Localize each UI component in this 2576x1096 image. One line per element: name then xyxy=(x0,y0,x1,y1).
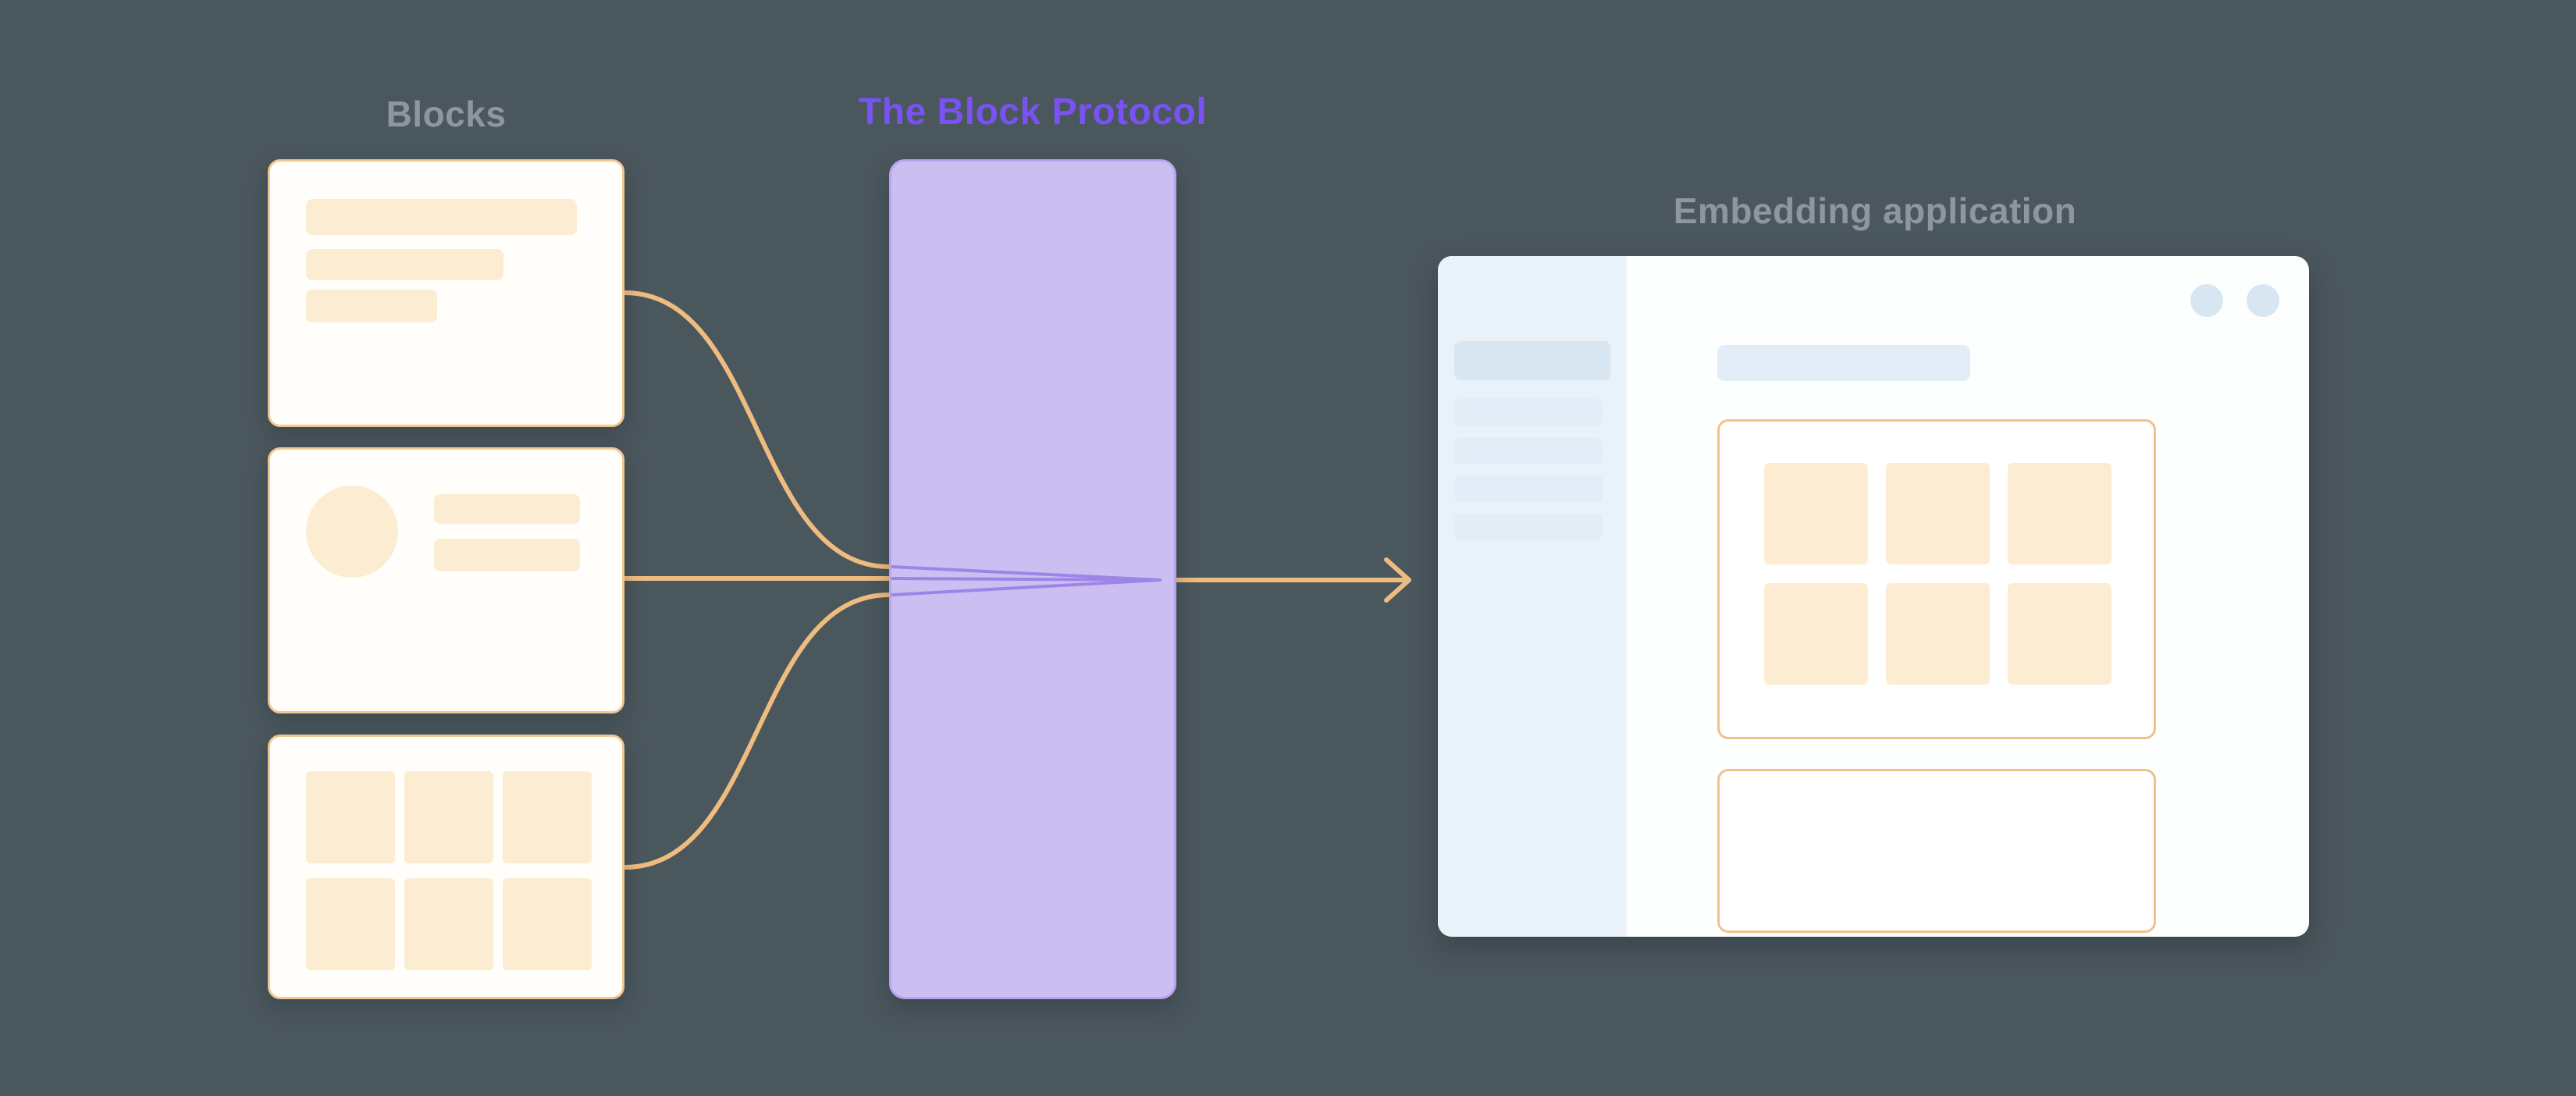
connector-card3-to-protocol xyxy=(622,592,891,870)
skeleton-grid-cell xyxy=(503,771,592,863)
skeleton-grid-cell xyxy=(2008,583,2112,685)
skeleton-text-line xyxy=(306,249,503,280)
skeleton-grid-cell xyxy=(2008,463,2112,564)
skeleton-text-line xyxy=(434,539,580,571)
block-protocol-label: The Block Protocol xyxy=(858,91,1208,133)
app-sidebar xyxy=(1438,256,1627,937)
converge-line-top xyxy=(891,565,1162,582)
skeleton-grid-cell xyxy=(306,771,395,863)
block-protocol-bar xyxy=(889,159,1176,999)
skeleton-avatar-circle xyxy=(306,486,398,578)
skeleton-grid-cell xyxy=(404,878,493,970)
skeleton-grid-cell xyxy=(404,771,493,863)
main-skeleton-heading xyxy=(1717,345,1970,381)
embedded-block-grid-panel xyxy=(1717,419,2156,739)
sidebar-skeleton-block xyxy=(1454,341,1610,380)
skeleton-text-line xyxy=(306,199,577,235)
window-control-dot xyxy=(2190,284,2223,317)
skeleton-grid-cell xyxy=(503,878,592,970)
embedding-app-window xyxy=(1438,256,2309,937)
embedded-skeleton-grid xyxy=(1764,463,2112,685)
converging-lines xyxy=(891,565,1162,596)
converge-line-bottom xyxy=(891,578,1162,596)
skeleton-text-line xyxy=(434,494,580,524)
embedding-application-label: Embedding application xyxy=(1673,190,2077,231)
blocks-label: Blocks xyxy=(386,94,507,134)
embedded-block-empty-panel xyxy=(1717,769,2156,933)
connector-card1-to-protocol xyxy=(622,290,891,569)
sidebar-skeleton-line xyxy=(1454,437,1603,464)
skeleton-text-line xyxy=(306,290,437,322)
skeleton-grid-cell xyxy=(1886,463,1990,564)
skeleton-grid-cell xyxy=(1764,463,1868,564)
skeleton-grid-cell xyxy=(1764,583,1868,685)
block-card-media xyxy=(268,447,624,713)
skeleton-grid xyxy=(306,771,592,970)
skeleton-grid-cell xyxy=(1886,583,1990,685)
block-card-text xyxy=(268,159,624,427)
protocol-to-app-arrow-head xyxy=(1384,557,1411,603)
sidebar-skeleton-line xyxy=(1454,475,1603,502)
converge-line-middle xyxy=(891,577,1162,582)
sidebar-skeleton-line xyxy=(1454,399,1603,425)
sidebar-skeleton-line xyxy=(1454,514,1603,540)
window-control-dot xyxy=(2247,284,2279,317)
block-card-grid xyxy=(268,735,624,999)
skeleton-grid-cell xyxy=(306,878,395,970)
